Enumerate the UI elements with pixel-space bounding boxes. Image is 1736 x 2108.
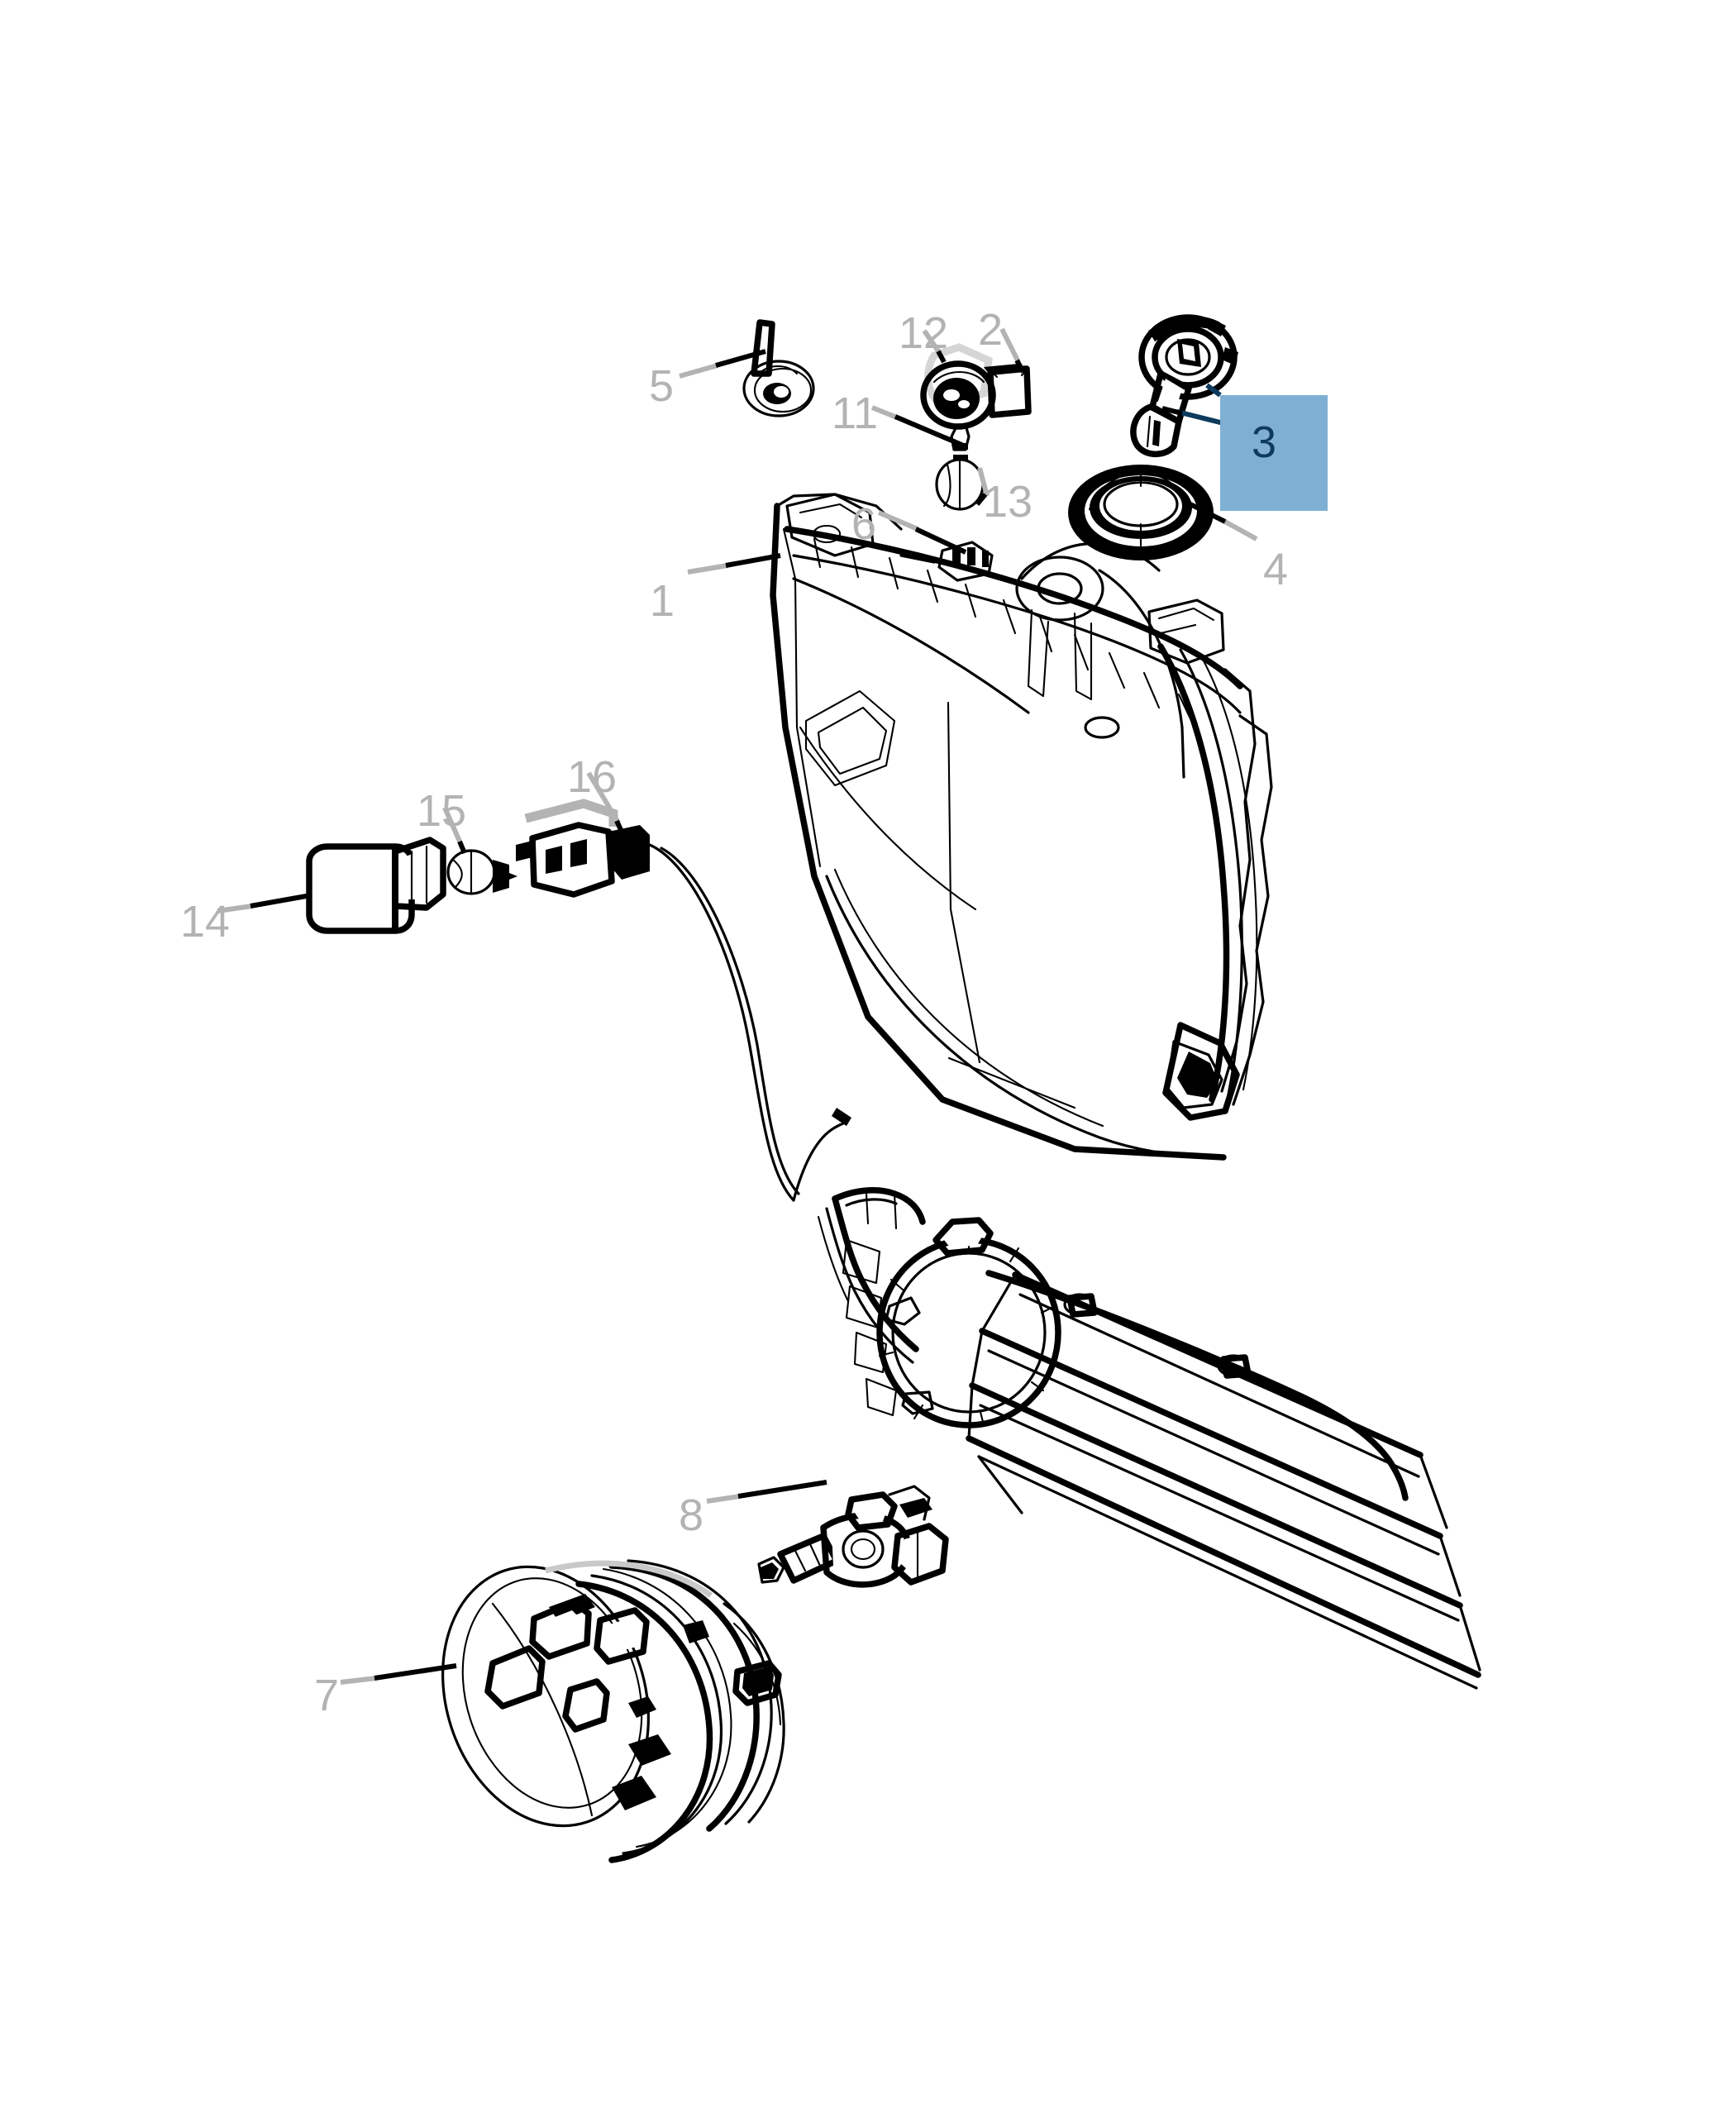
- side-marker-bulb-artwork: [446, 849, 517, 895]
- callout-5[interactable]: 5: [649, 361, 675, 411]
- callout-13[interactable]: 13: [983, 477, 1033, 527]
- grille-bezel-artwork: [817, 1187, 1481, 1690]
- callout-12[interactable]: 12: [899, 308, 949, 358]
- callout-3[interactable]: 3: [1252, 417, 1277, 467]
- callout-6[interactable]: 6: [851, 499, 877, 549]
- fog-lamp-bulb-artwork: [757, 1485, 949, 1588]
- callout-16[interactable]: 16: [567, 752, 618, 802]
- headlamp-bulb-artwork: [1130, 314, 1238, 457]
- callout-1[interactable]: 1: [650, 576, 675, 626]
- socket-connector-artwork: [920, 343, 1032, 430]
- wiring-connector-artwork: [516, 799, 851, 1202]
- callout-14[interactable]: 14: [180, 897, 231, 947]
- callout-2[interactable]: 2: [978, 305, 1004, 355]
- highlight-box: [1220, 395, 1328, 511]
- side-marker-lamp-artwork: [306, 837, 446, 934]
- callout-15[interactable]: 15: [417, 786, 467, 836]
- callout-8[interactable]: 8: [679, 1490, 704, 1540]
- headlamp-housing-artwork: [770, 493, 1273, 1161]
- callout-4[interactable]: 4: [1263, 545, 1289, 594]
- callout-11[interactable]: 11: [832, 389, 879, 438]
- bulb-cover-seal-artwork: [1068, 465, 1214, 560]
- fog-lamp-assembly-artwork: [441, 1559, 785, 1863]
- callout-7[interactable]: 7: [314, 1671, 340, 1720]
